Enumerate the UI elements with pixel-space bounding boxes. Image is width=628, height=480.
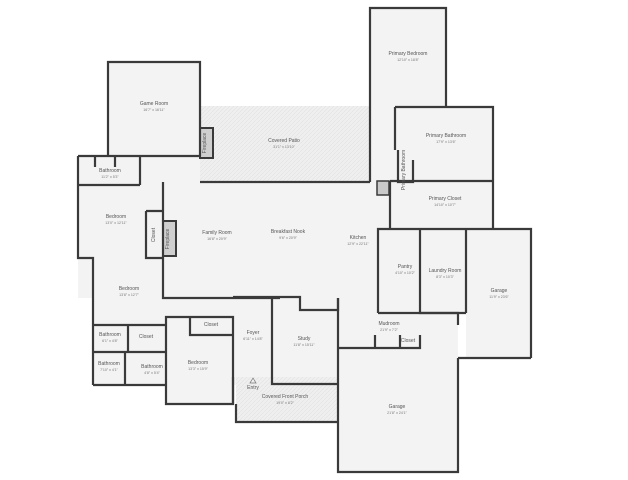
fireplace-patio: Fireplace bbox=[202, 132, 209, 154]
bedroom-3-floor bbox=[166, 317, 233, 404]
walls bbox=[76, 6, 533, 474]
covered-patio-floor bbox=[200, 106, 370, 182]
primary-suite-floor bbox=[395, 107, 493, 229]
room-closet-2: Closet bbox=[138, 334, 154, 341]
fireplace-family: Fireplace bbox=[165, 228, 172, 250]
entry-label: Entry bbox=[247, 385, 259, 392]
game-room-floor bbox=[108, 62, 200, 156]
garage-1-floor bbox=[466, 229, 531, 358]
garage-2-floor bbox=[338, 298, 458, 472]
entry-arrow-icon bbox=[249, 377, 257, 384]
column-shape bbox=[376, 180, 390, 196]
room-primary-bathroom-small: Primary Bathroom bbox=[401, 149, 408, 191]
room-closet-mudroom: Closet bbox=[400, 338, 416, 345]
room-closet-3: Closet bbox=[203, 322, 219, 329]
room-closet-1: Closet bbox=[151, 227, 158, 243]
